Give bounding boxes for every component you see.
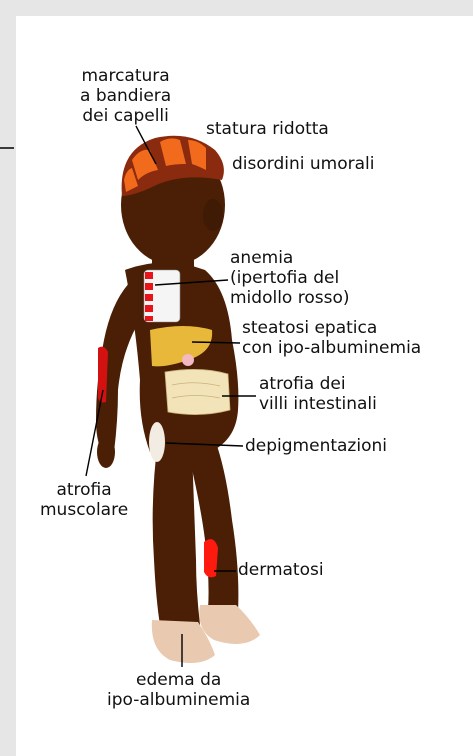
label-line: a bandiera: [80, 86, 171, 106]
label-depigmentation: depigmentazioni: [245, 436, 387, 456]
label-line: ipo-albuminemia: [107, 690, 250, 710]
label-hepatic-steatosis: steatosi epatica con ipo-albuminemia: [242, 318, 421, 358]
label-line: dei capelli: [80, 106, 171, 126]
label-line: midollo rosso): [230, 288, 350, 308]
label-anemia: anemia (ipertofia del midollo rosso): [230, 248, 350, 308]
depigmentation-patch: [149, 422, 165, 462]
label-line: muscolare: [40, 500, 128, 520]
label-line: edema da: [107, 670, 250, 690]
label-dermatosis: dermatosi: [238, 560, 324, 580]
rib-marrow: [144, 270, 180, 322]
label-line: villi intestinali: [259, 394, 377, 414]
label-edema: edema da ipo-albuminemia: [107, 670, 250, 710]
label-flag-sign-hair: marcatura a bandiera dei capelli: [80, 66, 171, 126]
intestine: [165, 369, 230, 414]
gallbladder: [182, 354, 194, 366]
label-line: con ipo-albuminemia: [242, 338, 421, 358]
label-line: marcatura: [80, 66, 171, 86]
label-muscle-atrophy: atrofia muscolare: [40, 480, 128, 520]
label-line: atrofia dei: [259, 374, 377, 394]
label-line: (ipertofia del: [230, 268, 350, 288]
label-short-stature: statura ridotta: [206, 119, 329, 139]
label-line: atrofia: [40, 480, 128, 500]
label-humoral-disorders: disordini umorali: [232, 154, 374, 174]
label-line: steatosi epatica: [242, 318, 421, 338]
label-line: anemia: [230, 248, 350, 268]
label-villi-atrophy: atrofia dei villi intestinali: [259, 374, 377, 414]
